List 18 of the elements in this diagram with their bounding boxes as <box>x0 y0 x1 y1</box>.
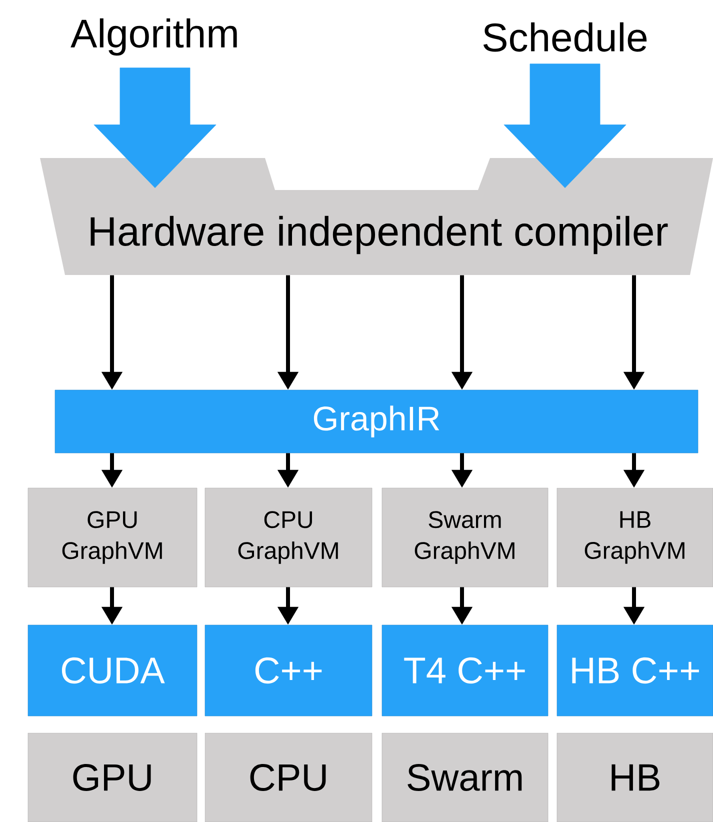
hardware-box: GPU <box>28 732 198 822</box>
graphvm-box: GPU GraphVM <box>28 488 198 588</box>
label: Schedule <box>483 22 647 52</box>
block-arrow <box>504 64 626 188</box>
graphvm-box: CPU GraphVM <box>204 488 372 588</box>
code-box: HB C++ <box>556 624 713 716</box>
block-arrow <box>94 68 216 188</box>
graphvm-box: HB GraphVM <box>556 488 713 588</box>
ir-bar: GraphIR <box>54 390 698 454</box>
label: Algorithm <box>70 18 237 56</box>
code-box: C++ <box>204 624 372 716</box>
code-box: CUDA <box>28 624 198 716</box>
hardware-box: CPU <box>204 732 372 822</box>
code-box: T4 C++ <box>382 624 548 716</box>
compiler-trapezoid: Hardware independent compiler <box>40 158 713 275</box>
hardware-box: Swarm <box>382 732 548 822</box>
graphvm-box: Swarm GraphVM <box>382 488 548 588</box>
hardware-box: HB <box>556 732 713 822</box>
